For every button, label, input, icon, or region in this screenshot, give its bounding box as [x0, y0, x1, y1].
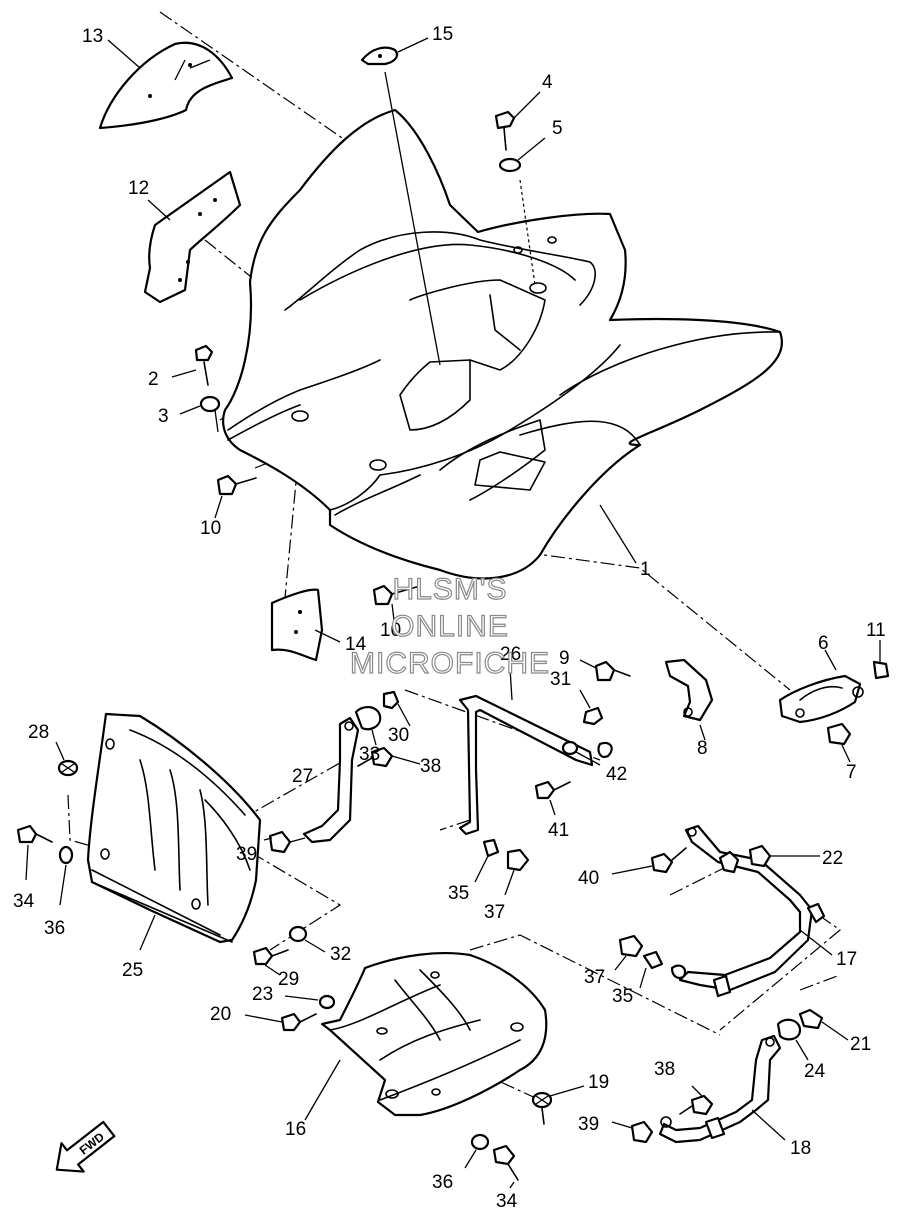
- callout-6: 6: [818, 633, 829, 654]
- callout-39-right: 39: [578, 1114, 599, 1135]
- watermark-line-1: HLSM'S: [392, 573, 507, 606]
- callout-27: 27: [292, 766, 313, 787]
- callout-29: 29: [278, 969, 299, 990]
- callout-1: 1: [640, 559, 651, 580]
- fasteners-bottom: [464, 1085, 585, 1189]
- callout-19: 19: [588, 1072, 609, 1093]
- callout-4: 4: [542, 72, 553, 93]
- callout-16: 16: [285, 1119, 306, 1140]
- callout-26: 26: [500, 644, 521, 665]
- stay-26: [458, 667, 613, 836]
- callout-25: 25: [122, 960, 143, 981]
- callout-35-mid: 35: [448, 883, 469, 904]
- callout-38-right: 38: [654, 1059, 675, 1080]
- bolt-9: [579, 659, 631, 726]
- stay-17: [611, 824, 833, 998]
- callout-21: 21: [850, 1034, 871, 1055]
- callout-8: 8: [697, 738, 708, 759]
- callout-34-left: 34: [13, 891, 35, 912]
- callout-24: 24: [804, 1061, 826, 1082]
- fasteners-29-32: [252, 925, 326, 976]
- callout-28: 28: [28, 722, 49, 743]
- watermark-line-3: MICROFICHE: [350, 647, 550, 680]
- part-15-pad: [360, 37, 441, 366]
- fasteners-right-lower: [614, 934, 849, 1061]
- callout-39-mid: 39: [236, 844, 257, 865]
- fasteners-left: [16, 741, 79, 906]
- callout-14: 14: [345, 634, 367, 655]
- callout-23: 23: [252, 984, 273, 1005]
- callout-37-mid: 37: [484, 902, 505, 923]
- callout-31: 31: [550, 669, 571, 690]
- callout-3: 3: [158, 406, 169, 427]
- callout-5: 5: [552, 118, 563, 139]
- callout-18: 18: [790, 1138, 811, 1159]
- bolt-41: [534, 780, 571, 816]
- callout-36-bottom: 36: [432, 1172, 453, 1193]
- callout-35-right: 35: [612, 986, 633, 1007]
- callout-12: 12: [128, 178, 149, 199]
- decal-13: [98, 39, 234, 130]
- stay-18: [611, 1034, 786, 1144]
- callout-labels: 1 2 3 4 5 6 7 8 9 10 10 11 12 13 14 15 1…: [13, 24, 886, 1212]
- lower-guard-16: [304, 952, 548, 1121]
- callout-36-left: 36: [44, 918, 65, 939]
- decal-14: [270, 588, 341, 662]
- callout-34-bottom: 34: [496, 1191, 518, 1212]
- watermark-line-2: ONLINE: [391, 610, 509, 643]
- watermark: HLSM'S ONLINE MICROFICHE: [349, 572, 550, 680]
- callout-9: 9: [559, 648, 570, 669]
- stay-8: [664, 658, 714, 741]
- rear-fender: [222, 108, 783, 580]
- callout-37-right: 37: [584, 967, 605, 988]
- callout-38-mid: 38: [420, 756, 441, 777]
- fasteners-mid: [474, 838, 530, 896]
- decal-12: [143, 170, 242, 304]
- callout-10-lower: 10: [380, 620, 401, 641]
- fasteners-20-23: [244, 994, 336, 1032]
- callout-32: 32: [330, 944, 351, 965]
- callout-15: 15: [432, 24, 453, 45]
- callout-13: 13: [82, 26, 103, 47]
- callout-22: 22: [822, 848, 843, 869]
- callout-11: 11: [866, 620, 886, 641]
- callout-42: 42: [606, 764, 627, 785]
- callout-30: 30: [388, 725, 409, 746]
- bolt-group-top: [171, 91, 546, 621]
- callout-7: 7: [846, 762, 857, 783]
- callout-41: 41: [548, 820, 569, 841]
- callout-10-upper: 10: [200, 518, 221, 539]
- bracket-6: [778, 640, 890, 763]
- side-cover-25: [86, 712, 262, 951]
- callout-33: 33: [359, 744, 380, 765]
- callout-2: 2: [148, 369, 159, 390]
- fwd-arrow-icon: FWD: [55, 1120, 116, 1173]
- callout-17: 17: [836, 949, 857, 970]
- stay-27: [263, 690, 421, 854]
- callout-40: 40: [578, 868, 599, 889]
- callout-20: 20: [210, 1004, 231, 1025]
